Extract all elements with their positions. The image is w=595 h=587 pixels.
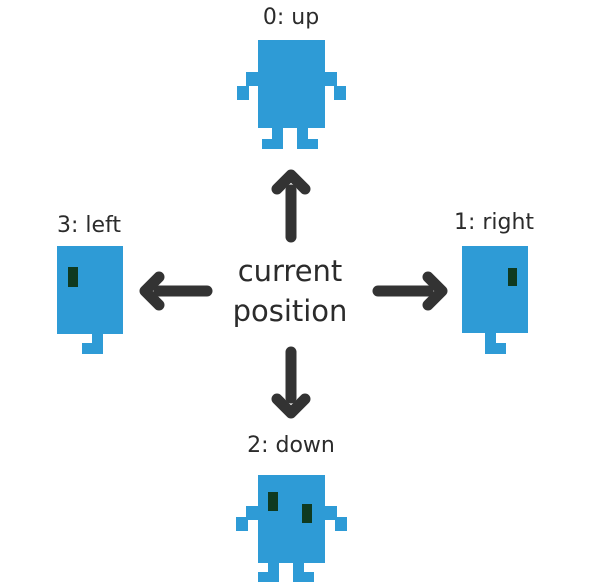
label-right: 1: right [454,210,534,235]
arrow-left-icon [139,271,213,311]
character-down-icon [236,475,347,582]
character-up-icon [237,40,346,149]
label-current-line2: position [233,294,348,328]
arrow-right-icon [372,271,448,311]
arrow-up-icon [271,169,311,243]
label-down: 2: down [247,433,335,458]
label-up: 0: up [263,5,319,30]
label-left: 3: left [57,213,121,238]
character-left-icon [57,246,123,354]
arrow-down-icon [271,346,311,419]
character-right-icon [462,246,528,354]
label-current-line1: current [238,254,343,288]
